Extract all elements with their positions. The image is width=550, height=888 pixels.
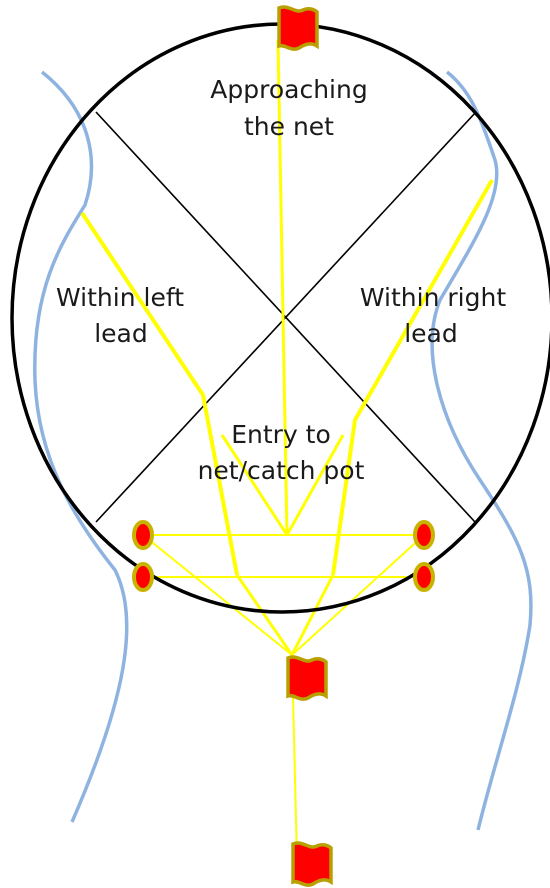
label-right-lead-line2: lead: [404, 319, 458, 348]
post-markers: [132, 520, 435, 592]
label-left-lead-line1: Within left: [56, 283, 184, 312]
flag-icon: [277, 5, 319, 51]
center-net-line: [276, 39, 289, 536]
post-marker-icon: [132, 520, 154, 550]
flag-icon: [286, 655, 328, 701]
post-marker-icon: [132, 562, 154, 592]
label-entry-line1: Entry to: [231, 420, 331, 449]
label-approaching-line2: the net: [244, 112, 334, 141]
post-marker-icon: [413, 562, 435, 592]
lower-right-funnel: [290, 574, 335, 656]
right-lead-line: [331, 179, 494, 576]
label-entry-line2: net/catch pot: [198, 456, 365, 485]
flag-icon: [291, 841, 333, 887]
right-river-bank: [430, 70, 533, 831]
left-lead-line: [80, 211, 239, 576]
net-lines: [80, 39, 494, 861]
label-left-lead-line2: lead: [94, 319, 148, 348]
post-marker-icon: [413, 520, 435, 550]
label-right-lead-line1: Within right: [360, 283, 506, 312]
label-approaching-line1: Approaching: [210, 75, 367, 104]
post-left-to-flag: [142, 534, 293, 656]
post-right-to-flag: [291, 534, 425, 656]
quadrant-line-ne-sw: [95, 111, 477, 523]
lower-left-funnel: [235, 574, 294, 656]
left-funnel-line: [220, 434, 289, 536]
right-funnel-line: [285, 434, 345, 536]
left-river-bank: [33, 70, 129, 823]
